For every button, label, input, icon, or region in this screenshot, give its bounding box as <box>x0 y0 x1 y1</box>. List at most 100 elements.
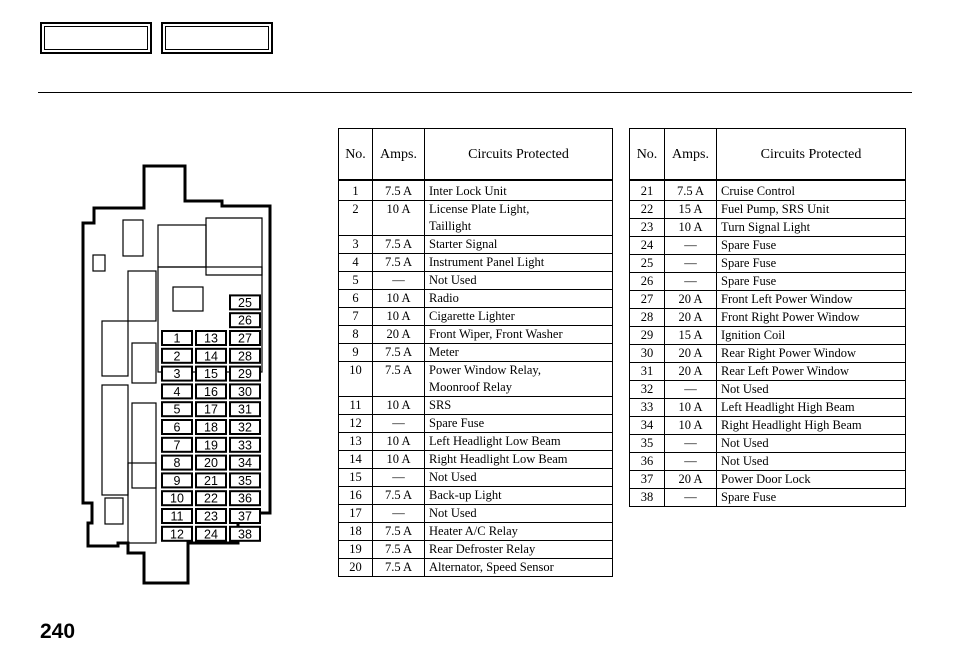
fuse-amps: 7.5 A <box>372 540 425 559</box>
fuse-slot-label: 8 <box>174 456 181 470</box>
fuse-amps: 7.5 A <box>372 235 425 254</box>
fuse-circuit: License Plate Light,Taillight <box>424 200 613 236</box>
fuse-circuit: Right Headlight High Beam <box>716 416 906 435</box>
circuit-line: Rear Right Power Window <box>721 346 857 360</box>
circuit-line: Not Used <box>429 506 477 520</box>
fuse-amps: — <box>664 488 717 507</box>
table-row: 17—Not Used <box>338 504 613 523</box>
header-circuits: Circuits Protected <box>424 128 613 181</box>
fuse-amps: 10 A <box>372 289 425 308</box>
header-no: No. <box>629 128 665 181</box>
fuse-number: 26 <box>629 272 665 291</box>
fuse-slot <box>229 490 261 507</box>
fuse-slot-label: 19 <box>204 438 218 452</box>
fuse-number: 27 <box>629 290 665 309</box>
fuse-circuit: Fuel Pump, SRS Unit <box>716 200 906 219</box>
header-divider <box>38 92 912 93</box>
fuse-number: 35 <box>629 434 665 453</box>
circuit-line: Inter Lock Unit <box>429 184 507 198</box>
table-row: 32—Not Used <box>629 380 906 399</box>
side-socket-lower <box>101 384 129 496</box>
circuit-line: Heater A/C Relay <box>429 524 518 538</box>
table-row: 24—Spare Fuse <box>629 236 906 255</box>
fuse-number: 29 <box>629 326 665 345</box>
fuse-slot-label: 15 <box>204 367 218 381</box>
fuse-slot <box>161 490 193 507</box>
fuse-slot <box>229 330 261 346</box>
circuit-line: Turn Signal Light <box>721 220 811 234</box>
table-row: 35—Not Used <box>629 434 906 453</box>
circuit-line: Taillight <box>429 219 472 233</box>
fuse-amps: — <box>372 468 425 487</box>
fuse-amps: 20 A <box>664 362 717 381</box>
fuse-slot <box>229 472 261 489</box>
relay-socket-top <box>157 224 207 268</box>
relay-socket-mid-left <box>127 270 157 322</box>
fuse-slot-label: 35 <box>238 474 252 488</box>
connector-socket-small <box>92 254 106 272</box>
fuse-slot <box>229 383 261 400</box>
circuit-line: SRS <box>429 398 452 412</box>
fuse-number: 20 <box>338 558 373 577</box>
fuse-slot <box>229 294 261 311</box>
side-socket-bottom <box>127 462 157 544</box>
nav-button-1[interactable] <box>40 22 152 54</box>
circuit-line: Spare Fuse <box>721 238 777 252</box>
fuse-slot <box>229 525 261 542</box>
circuit-line: Right Headlight Low Beam <box>429 452 568 466</box>
fuse-number: 15 <box>338 468 373 487</box>
fuse-slot <box>161 525 193 542</box>
fuse-slot-label: 33 <box>238 438 252 452</box>
fuse-slot-label: 32 <box>238 421 252 435</box>
fuse-amps: 7.5 A <box>372 558 425 577</box>
fuse-slot <box>195 365 227 382</box>
fuse-number: 18 <box>338 522 373 541</box>
fuse-amps: — <box>372 504 425 523</box>
fuse-circuit: Not Used <box>716 380 906 399</box>
fuse-circuit: Starter Signal <box>424 235 613 254</box>
fuse-amps: 20 A <box>664 470 717 489</box>
circuit-line: Front Wiper, Front Washer <box>429 327 563 341</box>
bottom-connector <box>104 497 124 525</box>
fuse-amps: 10 A <box>372 432 425 451</box>
circuit-line: Left Headlight Low Beam <box>429 434 561 448</box>
side-socket-right <box>131 342 157 384</box>
fuse-slot <box>161 508 193 524</box>
fuse-circuit: Turn Signal Light <box>716 218 906 237</box>
fuse-slot <box>195 436 227 453</box>
fuse-slot <box>229 401 261 418</box>
fuse-slot <box>161 436 193 453</box>
fuse-amps: 10 A <box>664 398 717 417</box>
fuse-slot-label: 21 <box>204 474 218 488</box>
fuse-number: 4 <box>338 253 373 272</box>
header-amps: Amps. <box>664 128 717 181</box>
fuse-circuit: Power Door Lock <box>716 470 906 489</box>
fuse-number: 21 <box>629 179 665 201</box>
fuse-circuit: Rear Right Power Window <box>716 344 906 363</box>
fuse-slot <box>229 454 261 471</box>
fuse-circuit: Spare Fuse <box>716 488 906 507</box>
fuse-amps: 7.5 A <box>372 179 425 201</box>
fuse-amps: 15 A <box>664 200 717 219</box>
fuse-slot-label: 27 <box>238 332 252 346</box>
fuse-slot-label: 5 <box>174 403 181 417</box>
fuse-slot <box>161 419 193 435</box>
fuse-number: 14 <box>338 450 373 469</box>
circuit-line: Left Headlight High Beam <box>721 400 855 414</box>
nav-button-2[interactable] <box>161 22 273 54</box>
fuse-number: 37 <box>629 470 665 489</box>
fuse-slot <box>161 401 193 418</box>
fuse-slot-label: 1 <box>174 332 181 346</box>
fuse-circuit: Front Left Power Window <box>716 290 906 309</box>
table-row: 15—Not Used <box>338 468 613 487</box>
circuit-line: Instrument Panel Light <box>429 255 545 269</box>
fuse-number: 31 <box>629 362 665 381</box>
